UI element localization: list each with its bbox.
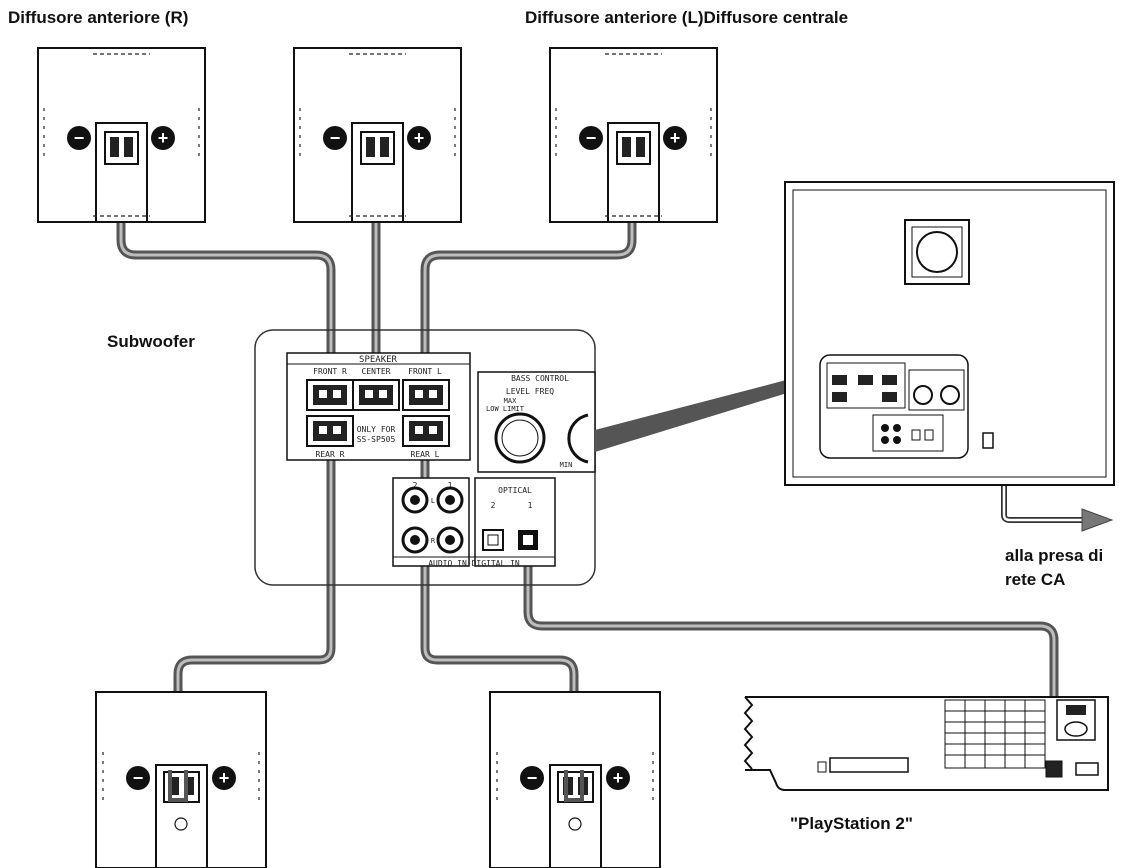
label-front-left-center: Diffusore anteriore (L)Diffusore central… [525,8,848,27]
l-channel-label: L [431,497,435,505]
minus-sign: − [527,768,538,788]
panel-front-l-label: FRONT L [408,367,442,376]
terminal-front-r [306,379,354,411]
power-socket-icon [1064,721,1088,737]
terminal-rear-r [306,415,354,447]
speaker-front-left: − + [549,47,718,223]
audio-in-2-label: 2 [413,481,418,490]
power-switch-icon [1066,705,1086,715]
subwoofer-panel: SPEAKER FRONT R CENTER FRONT L ONLY FOR … [254,329,596,586]
label-subwoofer: Subwoofer [107,332,195,351]
plus-terminal-icon [606,766,630,790]
freq-knob [567,413,589,464]
minus-sign: − [133,768,144,788]
level-knob [494,412,546,464]
plus-sign: + [613,768,624,788]
optical-1-label: 1 [528,501,533,510]
minus-sign: − [586,128,597,148]
panel-max-label: MAX [504,397,517,405]
ac-inlet-icon [982,432,994,449]
panel-speaker-label: SPEAKER [359,355,398,365]
audio-in-digital-in-label: AUDIO IN DIGITAL IN [428,559,520,568]
plus-sign: + [219,768,230,788]
label-front-right: Diffusore anteriore (R) [8,8,188,27]
zoom-wedge [595,367,836,452]
minus-terminal-icon [67,126,91,150]
speaker-rear-left: − + [489,691,661,868]
label-playstation: "PlayStation 2" [790,814,913,833]
panel-center-label: CENTER [362,367,391,376]
optical-port-2 [482,529,504,551]
minus-terminal-icon [323,126,347,150]
panel-only-for-line1: ONLY FOR [357,425,396,434]
terminal-center [352,379,400,411]
plus-terminal-icon [151,126,175,150]
panel-bass-control-label: BASS CONTROL [511,374,569,383]
r-channel-label: R [431,537,436,545]
terminal-front-l [402,379,450,411]
minus-sign: − [330,128,341,148]
speaker-center: − + [293,47,462,223]
panel-level-freq-label: LEVEL FREQ [506,387,554,396]
panel-front-r-label: FRONT R [313,367,347,376]
plus-sign: + [158,128,169,148]
minus-terminal-icon [579,126,603,150]
audio-in-1-label: 1 [448,481,453,490]
optical-label: OPTICAL [498,486,532,495]
minus-terminal-icon [520,766,544,790]
optical-2-label: 2 [491,501,496,510]
label-mains-line2: rete CA [1005,570,1065,589]
arrow-right-icon [1081,508,1114,532]
minus-terminal-icon [126,766,150,790]
panel-only-for-line2: SS-SP505 [357,435,396,444]
panel-rear-l-label: REAR L [411,450,440,459]
plus-terminal-icon [407,126,431,150]
plus-terminal-icon [212,766,236,790]
plus-terminal-icon [663,126,687,150]
optical-out-port [1045,760,1063,778]
minus-sign: − [74,128,85,148]
panel-low-limit-label: LOW LIMIT [486,405,525,413]
panel-rear-r-label: REAR R [316,450,345,459]
label-mains-line1: alla presa di [1005,546,1103,565]
plus-sign: + [670,128,681,148]
plus-sign: + [414,128,425,148]
playstation-2-unit [743,696,1109,791]
rca-jacks [401,486,464,554]
speaker-front-right: − + [37,47,206,223]
subwoofer-unit [784,181,1115,486]
terminal-rear-l [402,415,450,447]
speaker-rear-right: − + [95,691,267,868]
panel-min-label: MIN [560,461,573,469]
